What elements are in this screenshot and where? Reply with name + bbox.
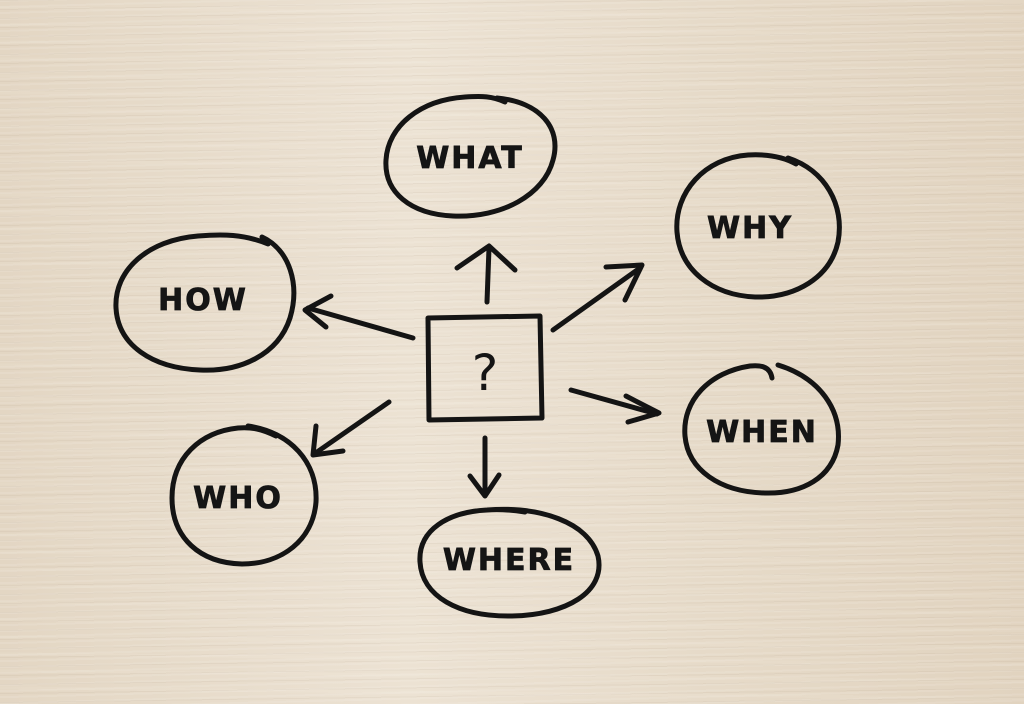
node-why: WHY	[674, 152, 842, 300]
node-label-who: WHO	[193, 481, 283, 516]
node-label-when: WHEN	[706, 415, 818, 450]
question-mark: ?	[472, 344, 499, 402]
node-where: WHERE	[417, 506, 602, 619]
node-label-what: WHAT	[416, 141, 524, 176]
arrow-to-when	[568, 387, 662, 425]
node-how: HOW	[113, 232, 297, 373]
center-box: ?	[425, 313, 545, 423]
node-label-how: HOW	[158, 283, 248, 318]
arrow-to-who	[310, 399, 392, 458]
arrow-to-why	[550, 262, 645, 333]
node-label-where: WHERE	[443, 543, 575, 578]
arrow-to-what	[454, 243, 518, 305]
node-label-why: WHY	[707, 211, 793, 246]
arrow-to-how	[302, 293, 416, 341]
node-what: WHAT	[383, 94, 558, 219]
arrow-to-where	[467, 435, 502, 499]
node-when: WHEN	[682, 362, 841, 496]
node-who: WHO	[169, 423, 319, 567]
